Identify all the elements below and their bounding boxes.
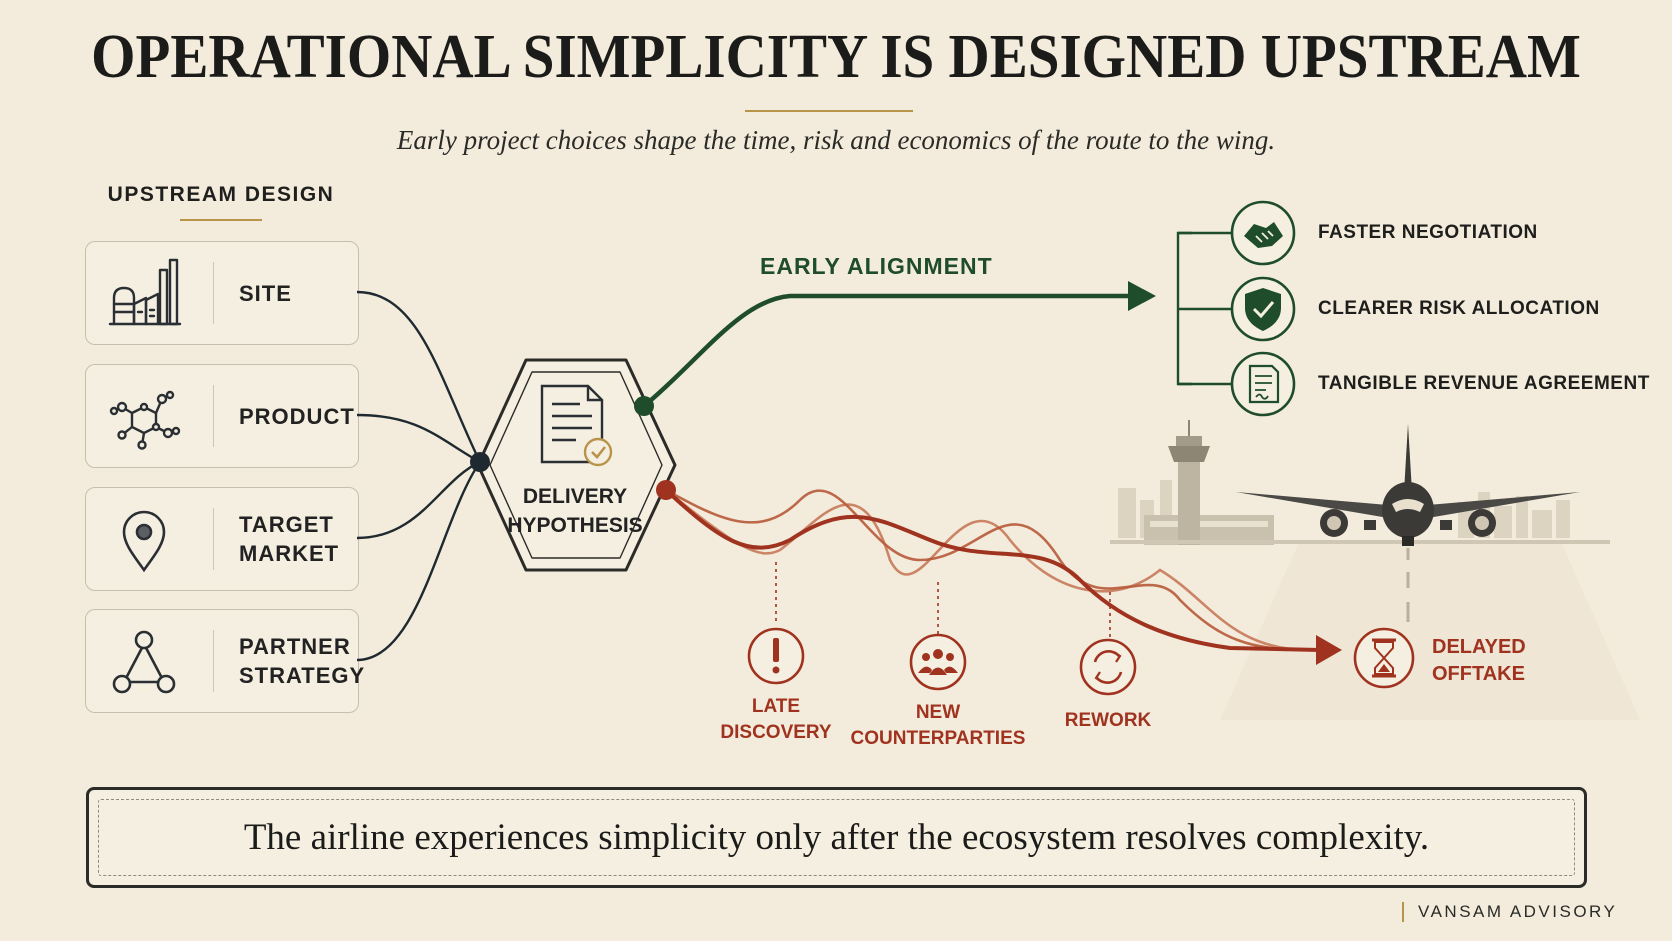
refresh-cycle-icon <box>1079 638 1137 696</box>
item-separator <box>213 262 214 324</box>
outcome-faster-negotiation: FASTER NEGOTIATION <box>1318 222 1538 243</box>
document-check-icon <box>540 384 613 467</box>
item-separator <box>213 508 214 570</box>
page-title: OPERATIONAL SIMPLICITY IS DESIGNED UPSTR… <box>91 23 1581 91</box>
item-separator <box>213 385 214 447</box>
runway <box>1220 540 1640 720</box>
upstream-item-site: SITE <box>85 241 359 345</box>
early-alignment-label: EARLY ALIGNMENT <box>760 253 993 279</box>
upstream-heading: UPSTREAM DESIGN <box>107 183 335 206</box>
early-alignment-path <box>634 281 1156 416</box>
risk-late-discovery: LATE DISCOVERY <box>720 696 832 743</box>
outcome-bracket <box>1176 231 1232 386</box>
banner-inner-frame: The airline experiences simplicity only … <box>98 799 1575 876</box>
people-group-icon <box>909 633 967 691</box>
risk-rework: REWORK <box>1064 710 1152 731</box>
upstream-heading-rule <box>180 219 262 221</box>
upstream-item-label: SITE <box>239 280 292 306</box>
molecule-icon <box>109 390 181 450</box>
network-triangle-icon <box>112 630 176 694</box>
banner-text: The airline experiences simplicity only … <box>243 817 1430 858</box>
delayed-arrowhead <box>1316 635 1342 665</box>
shield-check-icon <box>1230 276 1296 342</box>
brand-name: VANSAM ADVISORY <box>1418 902 1618 921</box>
key-message-banner: The airline experiences simplicity only … <box>86 787 1587 888</box>
outcome-tangible-revenue-agreement: TANGIBLE REVENUE AGREEMENT <box>1318 373 1650 394</box>
upstream-item-label: PRODUCT <box>239 403 355 429</box>
page-subtitle: Early project choices shape the time, ri… <box>396 125 1276 155</box>
title-divider <box>745 110 913 112</box>
upstream-item-target-market: TARGET MARKET <box>85 487 359 591</box>
airplane-icon <box>1236 424 1580 546</box>
control-tower <box>1110 420 1610 545</box>
upstream-item-label: TARGET MARKET <box>239 512 340 566</box>
input-connectors <box>356 290 482 662</box>
outcome-clearer-risk-allocation: CLEARER RISK ALLOCATION <box>1318 298 1600 319</box>
handshake-icon <box>1230 200 1296 266</box>
risk-new-counterparties: NEW COUNTERPARTIES <box>850 702 1026 749</box>
upstream-item-partner-strategy: PARTNER STRATEGY <box>85 609 366 713</box>
upstream-item-product: PRODUCT <box>85 364 359 468</box>
item-separator <box>213 630 214 692</box>
hourglass-icon <box>1353 627 1415 689</box>
brand-divider <box>1402 902 1404 922</box>
industrial-plant-icon <box>108 258 182 326</box>
risk-drop-lines <box>775 562 1111 638</box>
contract-document-icon <box>1230 351 1296 417</box>
delayed-offtake-label: DELAYED OFFTAKE <box>1432 636 1526 685</box>
late-start-node <box>656 480 676 500</box>
exclamation-icon <box>747 627 805 685</box>
upstream-item-label: PARTNER STRATEGY <box>239 634 366 688</box>
hub-label: DELIVERY HYPOTHESIS <box>507 485 643 537</box>
delayed-path <box>664 488 1322 652</box>
junction-node <box>470 452 490 472</box>
location-pin-icon <box>122 510 166 573</box>
